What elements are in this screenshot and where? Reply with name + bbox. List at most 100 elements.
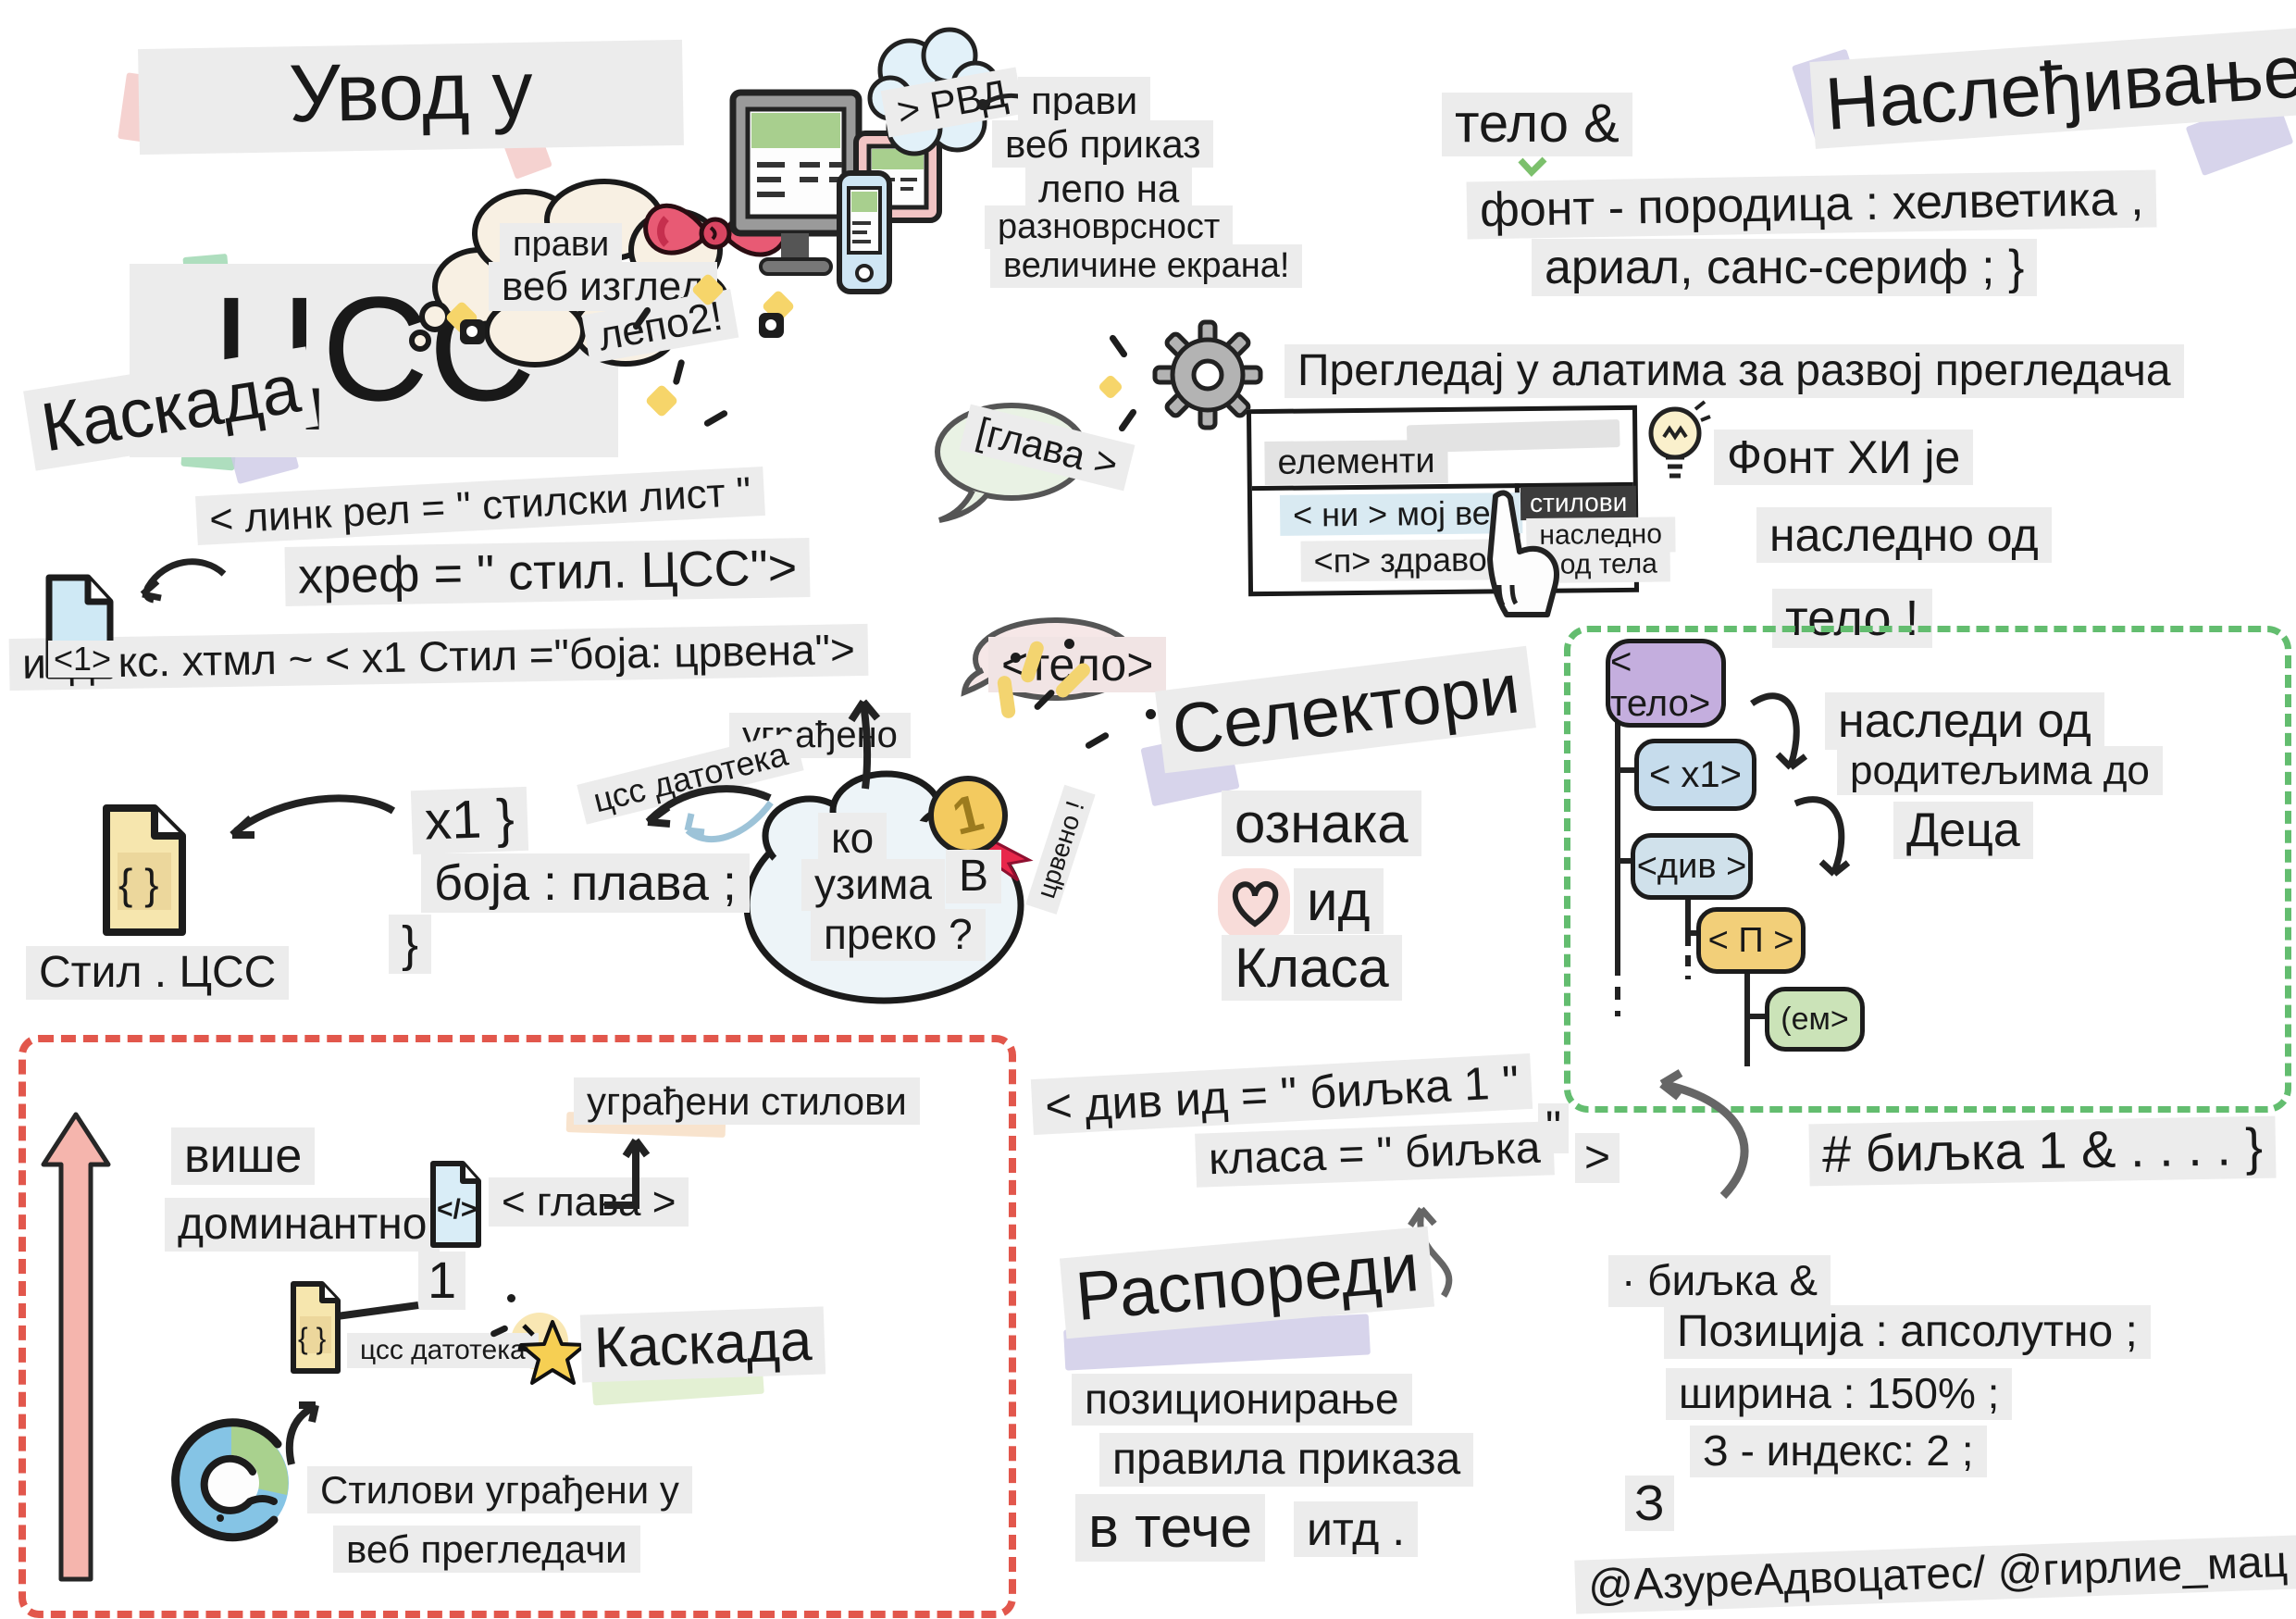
class-attr-code: класа = " биљка [1195,1121,1555,1188]
browser-styles-1: Стилови уграђени у [307,1466,692,1514]
webcam-icon [759,313,784,338]
browser-icon [171,1418,289,1542]
arrow-rule-to-file [230,794,396,839]
who-text-1: ко [818,813,887,865]
sparkle-dash [1084,730,1111,751]
priority-more: више [171,1127,316,1186]
priority-arrow [41,1112,111,1582]
credit-handle: @АзуреАдвоцатес/ @гирлие_мац [1574,1535,2296,1614]
sparkle-dot [1064,639,1074,649]
selectors-heading: Селектори [1155,645,1537,774]
tree-node-body: < тело> [1606,639,1726,728]
arrow-browser-to-file [285,1401,319,1465]
medal-v-label: В [946,850,1002,903]
one-css-file-count: 1 [418,1251,466,1310]
devtools-tab-elements[interactable]: елементи [1264,439,1448,485]
href-code: хреф = " стил. ЦСС"> [284,538,811,607]
browser-styles-2: веб прегледачи [333,1526,640,1574]
rwd-text-4: разноврсност [985,205,1234,249]
font-family-line2: ариал, санс-сериф ; } [1532,239,2038,297]
phone-icon [837,170,892,294]
heart-icon [1232,880,1279,928]
css-hook-arrow [684,800,774,842]
devtools-panel: елементи < ни > мој веб <п> здраво стило… [1246,405,1676,597]
tree-curl-arrow-1 [1750,692,1808,770]
tree-node-em: (ем> [1765,987,1865,1052]
cascade-star-label: Каскада [579,1306,826,1384]
who-text-2: узима [801,859,945,911]
page-title: Увод у [138,39,684,156]
inline-styles-label: уграђени стилови [574,1077,920,1126]
arrow-link-to-file [140,558,227,604]
tree-note-1: наследи од [1825,692,2104,751]
gear-icon [1152,319,1263,430]
who-text-3: преко ? [811,909,986,961]
rule-close-brace: } [389,915,432,975]
style-css-label: Стил . ЦСС [26,946,290,1000]
selector-id: ид [1294,868,1384,935]
title-line1: Увод у [288,43,534,140]
width-code: ширина : 150% ; [1666,1368,2013,1420]
inheritance-tree-box [1564,626,2291,1113]
sparkle-dash [1108,333,1129,359]
position-code: Позиција : апсолутно ; [1664,1305,2151,1359]
head-tag-label: < глава > [489,1177,689,1227]
sparkle-dash [1117,407,1138,433]
rule-selector: х1 } [410,786,528,855]
devtools-tip: Прегледај у алатима за развој прегледача [1285,344,2184,398]
sparkle-diamond [1097,373,1124,401]
class-attr-gt: > [1575,1133,1620,1183]
layouts-display-rules: правила приказа [1099,1433,1474,1487]
devtools-inherited-2: од тела [1546,546,1671,583]
webcam-icon [460,319,485,344]
selector-tag: ознака [1222,791,1421,857]
css-file-icon [103,804,186,936]
heart-blob [1218,868,1290,940]
head-file-glyph: </> [437,1194,478,1225]
rwd-text-5: величине екрана! [990,244,1303,288]
sparkle-dot [1146,709,1156,719]
green-chevron-icon [1518,156,1547,178]
css-file-braces: { } [118,860,159,908]
hand-pointer-icon [1487,490,1559,617]
tree-note-3: Деца [1893,802,2033,860]
sparkle-dot [507,1294,515,1302]
head-file-icon [430,1161,481,1248]
sparkle-dash [702,408,729,429]
rwd-text-3: лепо на [1025,165,1193,213]
class-attr-quote: " [1538,1103,1570,1153]
tree-note-2: родитељима до [1837,746,2163,796]
cascade-star-icon [517,1320,587,1385]
layouts-positioning: позиционирање [1072,1374,1412,1426]
class-selector-code: · биљка & [1608,1255,1831,1307]
tree-curl-arrow-2 [1793,796,1851,877]
css-file-small-icon [291,1281,341,1374]
css-file-small-braces: { } [298,1322,327,1355]
body-amp-label: тело & [1442,93,1632,156]
cloud-text-1: прави [500,223,623,267]
bulb-note-1: Фонт ХИ је [1714,430,1974,485]
arrow-cloud-left [645,785,772,828]
rwd-text-2: веб приказ [992,120,1214,168]
priority-box [19,1035,1016,1618]
bulb-note-3: тело ! [1772,589,1932,649]
layouts-heading: Распореди [1059,1226,1435,1339]
lightbulb-icon [1648,400,1711,479]
arrow-embedded-up [848,699,881,790]
rule-declaration: боја : плава ; [421,853,750,914]
sparkle-dot [1011,653,1021,663]
css-file-small-label: цсс датотека [347,1333,539,1368]
index-html-code: индекс. хтмл ~ < х1 Стил ="боја: црвена"… [8,623,869,691]
monitor-icon [729,89,863,276]
rwd-text-1: прави [1018,77,1151,125]
div-id-code: < див ид = " биљка 1 " [1030,1052,1533,1136]
tree-node-div: <див > [1631,833,1753,900]
tree-node-h1: < х1> [1634,739,1756,811]
layouts-etc: итд . [1294,1501,1419,1557]
arrow-head-to-inline [604,1138,651,1209]
tree-node-p: < П > [1696,907,1806,974]
html-file-tag: <1> [48,640,118,679]
id-rule-code: # биљка 1 & . . . . } [1808,1115,2277,1187]
priority-dominant: доминантно [165,1198,441,1252]
